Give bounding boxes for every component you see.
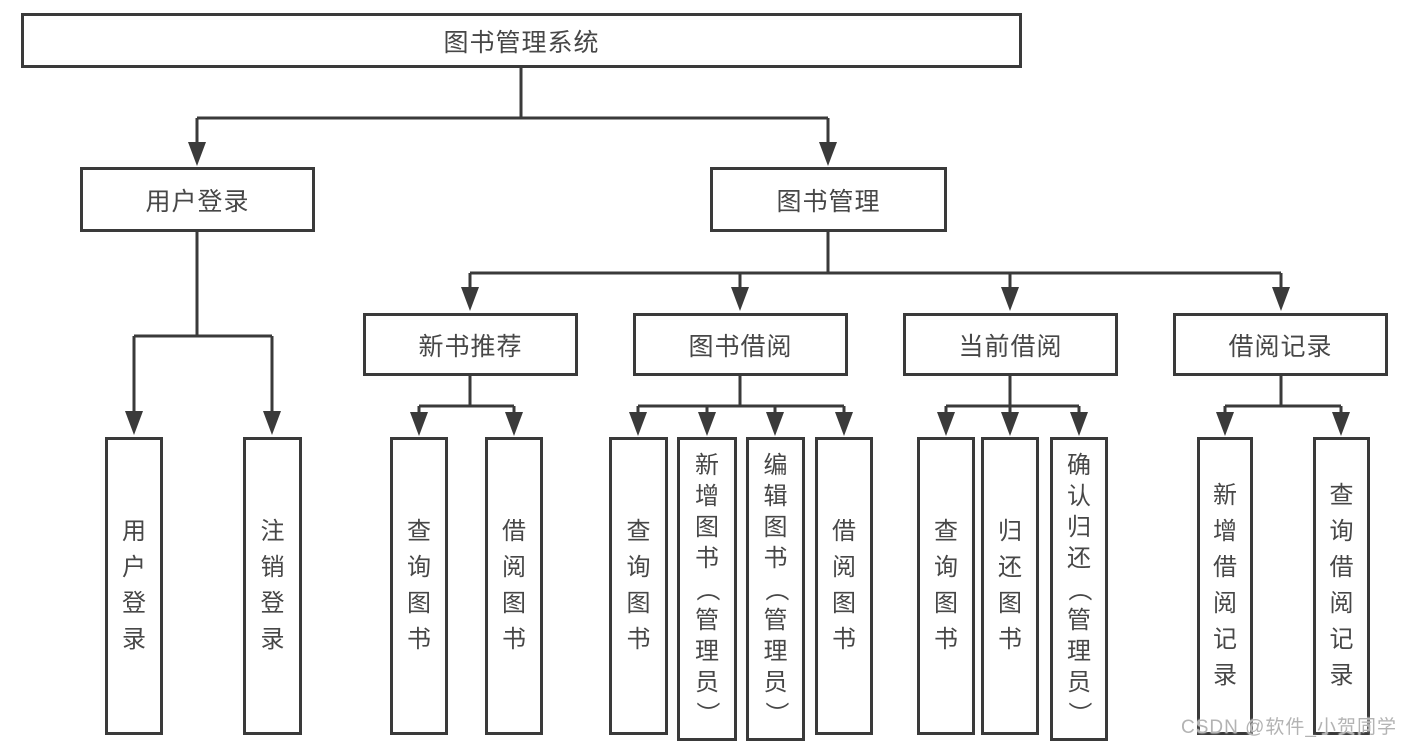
node-current-borrow: 当前借阅 — [903, 313, 1118, 376]
leaf-borrow-books-borrow: 借阅图书 — [815, 437, 873, 735]
leaf-return-books: 归还图书 — [981, 437, 1039, 735]
leaf-query-borrow-record: 查询借阅记录 — [1313, 437, 1370, 735]
leaf-borrow-books-newbook: 借阅图书 — [485, 437, 543, 735]
node-book-management: 图书管理 — [710, 167, 947, 232]
node-root-system: 图书管理系统 — [21, 13, 1022, 68]
node-book-borrow: 图书借阅 — [633, 313, 848, 376]
leaf-add-borrow-record: 新增借阅记录 — [1197, 437, 1253, 735]
leaf-logout: 注销登录 — [243, 437, 302, 735]
csdn-watermark: CSDN @软件_小贺同学 — [1181, 717, 1397, 738]
leaf-query-books-borrow: 查询图书 — [609, 437, 668, 735]
node-user-login: 用户登录 — [80, 167, 315, 232]
leaf-edit-books-admin: 编辑图书（管理员） — [746, 437, 805, 741]
leaf-confirm-return-admin: 确认归还（管理员） — [1050, 437, 1108, 741]
node-borrow-records: 借阅记录 — [1173, 313, 1388, 376]
leaf-query-books-newbook: 查询图书 — [390, 437, 448, 735]
node-new-book-recommend: 新书推荐 — [363, 313, 578, 376]
leaf-user-login: 用户登录 — [105, 437, 163, 735]
leaf-add-books-admin: 新增图书（管理员） — [677, 437, 737, 741]
leaf-query-books-current: 查询图书 — [917, 437, 975, 735]
